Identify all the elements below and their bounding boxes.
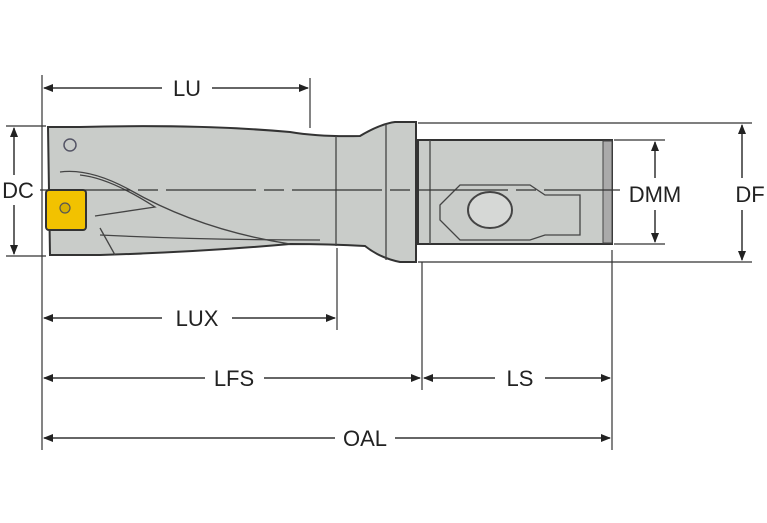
label-ls: LS (507, 366, 534, 391)
label-dmm: DMM (629, 182, 682, 207)
dimension-lu: LU (43, 76, 309, 101)
dimension-dc: DC (2, 127, 34, 255)
insert (45, 189, 87, 231)
drill-body (46, 121, 417, 263)
screw-hole-icon (63, 138, 77, 152)
dimension-oal: OAL (43, 426, 611, 451)
extension-lines (6, 75, 752, 450)
dimension-lux: LUX (43, 306, 336, 331)
dimension-lfs: LFS (43, 366, 421, 391)
label-dc: DC (2, 178, 34, 203)
label-df: DF (735, 182, 764, 207)
label-lfs: LFS (214, 366, 254, 391)
dimension-ls: LS (423, 366, 611, 391)
label-lu: LU (173, 76, 201, 101)
shank (417, 139, 613, 245)
label-lux: LUX (176, 306, 219, 331)
label-oal: OAL (343, 426, 387, 451)
dimension-df: DF (735, 124, 765, 261)
dimension-dmm: DMM (629, 141, 682, 243)
clamp-flat-icon (467, 191, 513, 229)
